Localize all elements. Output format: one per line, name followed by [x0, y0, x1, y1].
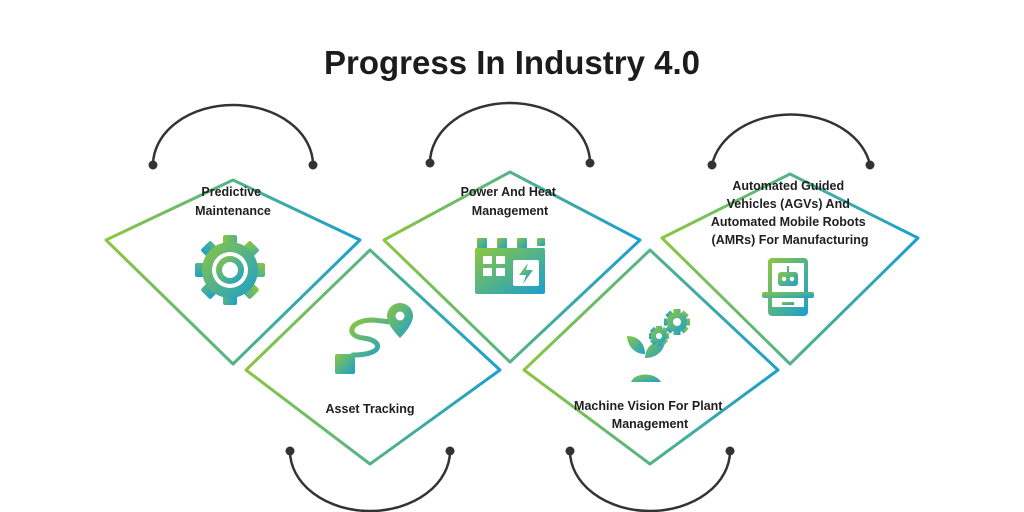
- arc-decoration-3: [425, 101, 595, 168]
- card-4-line-1: Machine Vision For Plant: [574, 399, 723, 413]
- card-power-heat: Power And Heat Management: [382, 170, 642, 364]
- arc-decoration-5: [707, 113, 875, 170]
- card-1-line-1: Predictive: [201, 185, 261, 199]
- card-1-label: Predictive Maintenance: [195, 185, 271, 218]
- card-2-label: Asset Tracking: [326, 402, 415, 416]
- card-4-label: Machine Vision For Plant Management: [574, 399, 726, 431]
- card-2-line-1: Asset Tracking: [326, 402, 415, 416]
- card-5-line-4: (AMRs) For Manufacturing: [712, 233, 869, 247]
- robot-tablet-icon: [762, 258, 814, 316]
- page-title: Progress In Industry 4.0: [324, 44, 700, 81]
- card-machine-vision: Machine Vision For Plant Management: [522, 248, 780, 466]
- plant-gears-icon: [627, 309, 690, 382]
- card-4-line-2: Management: [612, 417, 689, 431]
- arc-decoration-1: [148, 103, 318, 170]
- location-route-icon: [335, 303, 413, 374]
- card-3-line-1: Power And Heat: [461, 185, 557, 199]
- card-asset-tracking: Asset Tracking: [244, 248, 502, 466]
- card-5-label: Automated Guided Vehicles (AGVs) And Aut…: [711, 179, 869, 247]
- arc-decoration-2: [285, 446, 455, 512]
- card-predictive-maintenance: Predictive Maintenance: [104, 178, 362, 366]
- card-5-line-3: Automated Mobile Robots: [711, 215, 866, 229]
- card-3-line-2: Management: [472, 204, 549, 218]
- arc-decoration-4: [565, 446, 735, 512]
- card-1-line-2: Maintenance: [195, 204, 271, 218]
- card-3-label: Power And Heat Management: [461, 185, 560, 218]
- factory-power-icon: [475, 238, 545, 294]
- card-5-line-1: Automated Guided: [732, 179, 844, 193]
- card-automated-vehicles: Automated Guided Vehicles (AGVs) And Aut…: [660, 172, 920, 366]
- gear-icon: [195, 235, 265, 305]
- card-5-line-2: Vehicles (AGVs) And: [727, 197, 850, 211]
